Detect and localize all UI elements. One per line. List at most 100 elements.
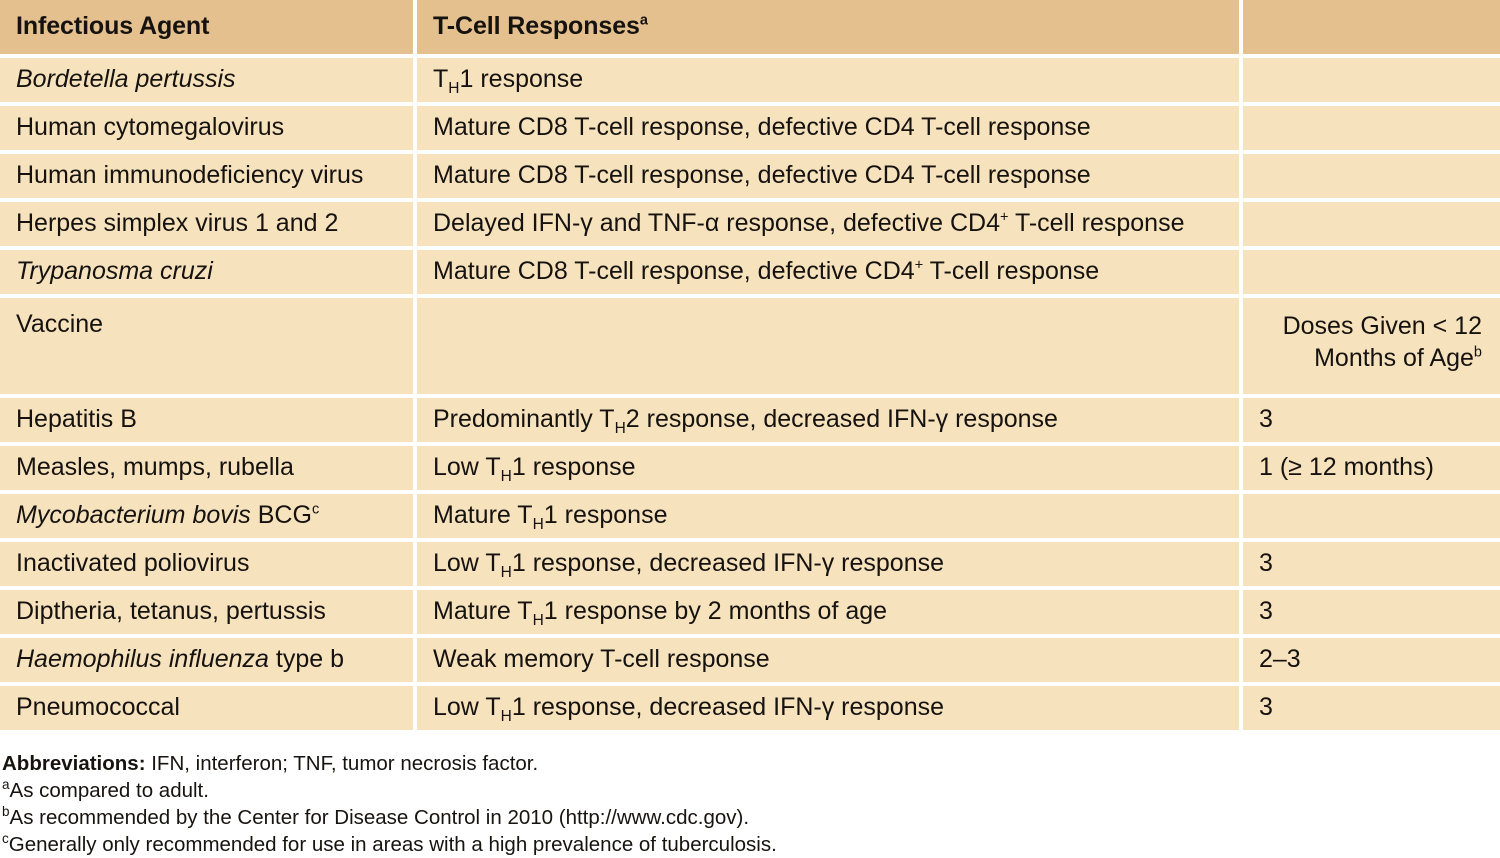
cell-agent: Pneumococcal [0, 686, 417, 736]
cell-doses-column-header: Doses Given < 12 Months of Ageb [1243, 298, 1500, 398]
footnote-c: cGenerally only recommended for use in a… [2, 831, 1500, 858]
cell-response: Mature CD8 T-cell response, defective CD… [417, 154, 1243, 202]
cell-response: Low TH1 response, decreased IFN-γ respon… [417, 542, 1243, 590]
table-row: Herpes simplex virus 1 and 2 Delayed IFN… [0, 202, 1500, 250]
abbreviations-text: IFN, interferon; TNF, tumor necrosis fac… [145, 752, 539, 775]
cell-response: Low TH1 response [417, 446, 1243, 494]
table-row: Human cytomegalovirus Mature CD8 T-cell … [0, 106, 1500, 154]
cell-doses: 3 [1243, 542, 1500, 590]
response-pre: T [433, 65, 449, 94]
response-post: 1 response [511, 453, 636, 482]
footnote-c-text: Generally only recommended for use in ar… [8, 833, 777, 857]
response-subscript: H [500, 564, 512, 582]
column-header-infectious-agent: Infectious Agent [0, 0, 417, 58]
cell-doses [1243, 494, 1500, 542]
cell-response: Low TH1 response, decreased IFN-γ respon… [417, 686, 1243, 736]
cell-response: Predominantly TH2 response, decreased IF… [417, 398, 1243, 446]
cell-response: TH1 response [417, 58, 1243, 106]
response-post: 1 response, decreased IFN-γ response [511, 693, 945, 722]
footnote-marker-a: a [2, 777, 10, 793]
table-row: Diptheria, tetanus, pertussis Mature TH1… [0, 590, 1500, 638]
doses-header-line2: Months of Age [1314, 344, 1474, 372]
agent-name: Diptheria, tetanus, pertussis [16, 597, 326, 626]
agent-name: Bordetella pertussis [16, 65, 236, 94]
table-row: Hepatitis B Predominantly TH2 response, … [0, 398, 1500, 446]
cell-response: Mature CD8 T-cell response, defective CD… [417, 250, 1243, 298]
response-post: 1 response by 2 months of age [543, 597, 888, 626]
cell-doses: 2–3 [1243, 638, 1500, 686]
agent-name-suffix: BCG [250, 501, 312, 530]
column-header-label: T-Cell Responses [433, 12, 640, 41]
response-pre: Low T [433, 549, 501, 578]
table-head: Infectious Agent T-Cell Responsesa [0, 0, 1500, 58]
response-pre: Mature T [433, 501, 533, 530]
footnote-b-text: As recommended by the Center for Disease… [9, 806, 750, 830]
cell-agent: Human cytomegalovirus [0, 106, 417, 154]
response-subscript: H [448, 80, 460, 98]
cell-doses [1243, 106, 1500, 154]
response-pre: Mature T [433, 597, 533, 626]
table-row: Human immunodeficiency virus Mature CD8 … [0, 154, 1500, 202]
agent-name: Herpes simplex virus 1 and 2 [16, 209, 339, 238]
response-subscript: H [500, 468, 512, 486]
agent-name: Mycobacterium bovis [16, 501, 251, 530]
agent-name: Human immunodeficiency virus [16, 161, 364, 190]
cell-agent: Haemophilus influenza type b [0, 638, 417, 686]
agent-name: Human cytomegalovirus [16, 113, 285, 142]
response-post: 2 response, decreased IFN-γ response [625, 405, 1058, 434]
cell-doses: 3 [1243, 398, 1500, 446]
response-post: 1 response [543, 501, 668, 530]
response-subscript: H [532, 516, 544, 534]
cell-agent: Bordetella pertussis [0, 58, 417, 106]
agent-name: Pneumococcal [16, 693, 180, 722]
cell-agent: Human immunodeficiency virus [0, 154, 417, 202]
response-pre: Low T [433, 693, 501, 722]
response-pre: Mature CD8 T-cell response, defective CD… [433, 257, 915, 286]
cell-doses: 3 [1243, 590, 1500, 638]
table-body: Bordetella pertussis TH1 response Human … [0, 58, 1500, 736]
table-row: Measles, mumps, rubella Low TH1 response… [0, 446, 1500, 494]
response-pre: Low T [433, 453, 501, 482]
cell-agent-section: Vaccine [0, 298, 417, 398]
agent-name: Hepatitis B [16, 405, 137, 434]
response-pre: Delayed IFN-γ and TNF-α response, defect… [433, 209, 1000, 238]
footnote-a-text: As compared to adult. [9, 779, 209, 803]
response-post: T-cell response [1008, 209, 1185, 238]
response-superscript: + [1000, 209, 1009, 226]
cell-response: Mature CD8 T-cell response, defective CD… [417, 106, 1243, 154]
cell-doses: 3 [1243, 686, 1500, 736]
header-row: Infectious Agent T-Cell Responsesa [0, 0, 1500, 58]
response-subscript: H [614, 420, 626, 438]
cell-response: Weak memory T-cell response [417, 638, 1243, 686]
table-section-row-vaccine: Vaccine Doses Given < 12 Months of Ageb [0, 298, 1500, 398]
footnote-marker-a: a [639, 12, 648, 29]
section-label: Vaccine [16, 310, 104, 338]
response-post: T-cell response [923, 257, 1100, 286]
table-row: Bordetella pertussis TH1 response [0, 58, 1500, 106]
response-subscript: H [532, 612, 544, 630]
footnote-a: aAs compared to adult. [2, 777, 1500, 804]
table-row: Trypanosma cruzi Mature CD8 T-cell respo… [0, 250, 1500, 298]
cell-response: Delayed IFN-γ and TNF-α response, defect… [417, 202, 1243, 250]
footnote-b: bAs recommended by the Center for Diseas… [2, 804, 1500, 831]
cell-agent: Diptheria, tetanus, pertussis [0, 590, 417, 638]
agent-name: Measles, mumps, rubella [16, 453, 294, 482]
response-post: 1 response [459, 65, 584, 94]
table-row: Mycobacterium bovis BCGc Mature TH1 resp… [0, 494, 1500, 542]
cell-agent: Hepatitis B [0, 398, 417, 446]
cell-agent: Mycobacterium bovis BCGc [0, 494, 417, 542]
table-footnotes: Abbreviations: IFN, interferon; TNF, tum… [0, 736, 1500, 858]
footnote-marker-b: b [1473, 344, 1482, 361]
cell-agent: Trypanosma cruzi [0, 250, 417, 298]
table-row: Inactivated poliovirus Low TH1 response,… [0, 542, 1500, 590]
footnote-marker-c: c [2, 831, 9, 847]
response-post: 1 response, decreased IFN-γ response [511, 549, 945, 578]
cell-doses [1243, 58, 1500, 106]
column-header-tcell-responses: T-Cell Responsesa [417, 0, 1243, 58]
infectious-agent-table: Infectious Agent T-Cell Responsesa Borde… [0, 0, 1500, 736]
column-header-label: Infectious Agent [16, 12, 210, 41]
agent-name-suffix: type b [268, 645, 344, 674]
table-row: Haemophilus influenza type b Weak memory… [0, 638, 1500, 686]
doses-header-line1: Doses Given < 12 [1282, 312, 1482, 340]
